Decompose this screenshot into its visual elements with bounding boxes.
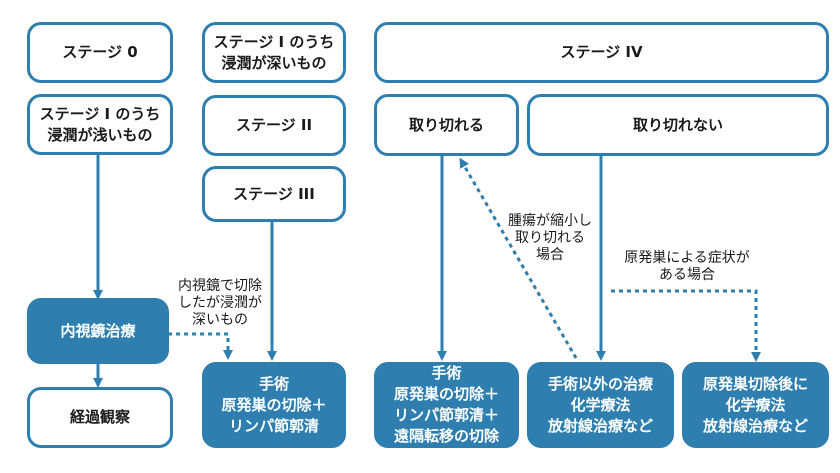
tumor-shrink-note: 腫瘍が縮小し 取り切れる 場合 xyxy=(508,213,592,263)
stage-3-box: ステージ III xyxy=(202,166,346,222)
stage-4-box: ステージ IV xyxy=(374,22,829,83)
symptoms-note: 原発巣による症状が ある場合 xyxy=(624,250,750,283)
deep-invasion-note: 内視鏡で切除 したが浸潤が 深いもの xyxy=(178,278,262,328)
non-surgical-treatment-box: 手術以外の治療 化学療法 放射線治療など xyxy=(527,362,674,448)
dotted-arrow-symptoms-to-postresection xyxy=(611,289,761,362)
stage-2-box: ステージ II xyxy=(202,95,346,156)
endoscopic-treatment-box: 内視鏡治療 xyxy=(27,298,169,364)
resectable-box: 取り切れる xyxy=(374,94,519,156)
dotted-arrow-endoscopic-to-surgery xyxy=(168,332,233,360)
unresectable-box: 取り切れない xyxy=(527,94,829,156)
stage-1-deep-box: ステージ Ⅰ のうち 浸潤が深いもの xyxy=(202,22,346,83)
stage-0-box: ステージ 0 xyxy=(27,22,173,83)
surgery-lymph-box: 手術 原発巣の切除＋ リンパ節郭清 xyxy=(202,362,346,448)
follow-up-box: 経過観察 xyxy=(27,387,173,448)
surgery-metastasis-box: 手術 原発巣の切除＋ リンパ節郭清＋ 遠隔転移の切除 xyxy=(374,362,519,448)
dotted-arrow-shrink-to-resectable xyxy=(459,157,578,359)
stage-1-shallow-box: ステージ Ⅰ のうち 浸潤が浅いもの xyxy=(27,94,173,155)
post-resection-treatment-box: 原発巣切除後に 化学療法 放射線治療など xyxy=(682,362,829,448)
